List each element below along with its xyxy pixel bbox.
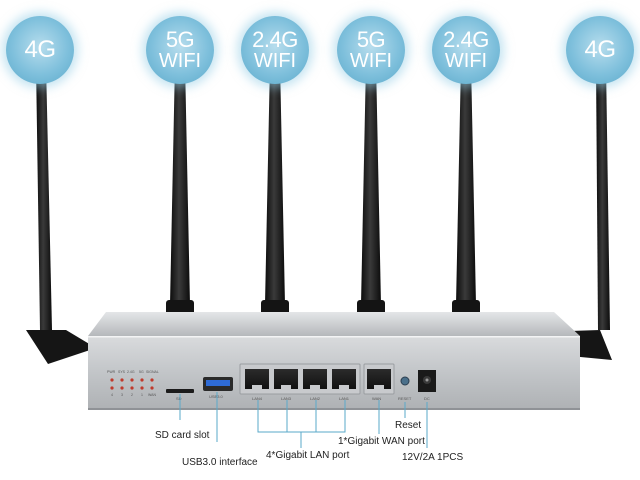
antenna-2: [166, 62, 194, 316]
antenna-badge-5g-wifi-2: 5G WIFI: [337, 16, 405, 84]
led-label-wan: WAN: [148, 393, 157, 397]
antenna-4: [357, 62, 385, 316]
led-label-pwr: PWR: [107, 370, 116, 374]
badge-label: 5G: [356, 27, 386, 52]
lan-port-1[interactable]: [332, 369, 356, 389]
antenna-badge-5g-wifi-1: 5G WIFI: [146, 16, 214, 84]
callout-sd-card-slot: SD card slot: [155, 430, 210, 441]
wan-port[interactable]: [367, 369, 391, 389]
callout-wan-port: 1*Gigabit WAN port: [338, 436, 425, 447]
led-label-3: 3: [121, 393, 123, 397]
led-indicators: [110, 378, 154, 390]
callout-lines: [179, 392, 428, 448]
chassis-top: [88, 312, 580, 336]
badge-label: 4G: [584, 36, 616, 63]
badge-label: 5G: [165, 27, 195, 52]
callout-reset: Reset: [395, 420, 422, 431]
callout-power: 12V/2A 1PCS: [402, 452, 464, 463]
antenna-badge-24g-wifi-1: 2.4G WIFI: [241, 16, 309, 84]
reset-button[interactable]: [400, 376, 410, 386]
badge-label: 2.4G: [252, 27, 298, 52]
lan-port-2[interactable]: [303, 369, 327, 389]
led-label-4: 4: [111, 393, 113, 397]
reset-panel-label: RESET: [398, 396, 412, 401]
sd-card-slot[interactable]: [166, 389, 194, 393]
led-label-2: 2: [131, 393, 133, 397]
antenna-3: [261, 62, 289, 316]
antenna-left: [26, 64, 96, 364]
callout-usb3-interface: USB3.0 interface: [182, 457, 258, 468]
lan2-label: LAN2: [310, 396, 321, 401]
lan-port-3[interactable]: [274, 369, 298, 389]
badge-label: 2.4G: [443, 27, 489, 52]
wan-label: WAN: [372, 396, 381, 401]
usb-port-label: USB3.0: [209, 394, 224, 399]
led-label-signal: SIGNAL: [146, 370, 159, 374]
lan4-label: LAN4: [252, 396, 263, 401]
badge-sublabel: WIFI: [349, 50, 393, 72]
antenna-badge-24g-wifi-2: 2.4G WIFI: [432, 16, 500, 84]
lan-port-4[interactable]: [245, 369, 269, 389]
dc-label: DC: [424, 396, 430, 401]
badge-sublabel: WIFI: [158, 50, 202, 72]
antenna-badge-4g-right: 4G: [566, 16, 634, 84]
led-label-5g: 5G: [139, 370, 144, 374]
callout-lan-ports: 4*Gigabit LAN port: [266, 450, 350, 461]
badge-sublabel: WIFI: [444, 50, 488, 72]
antenna-5: [452, 62, 480, 316]
sd-slot-label: SD: [176, 396, 182, 401]
led-label-1: 1: [141, 393, 143, 397]
lan-port-block: [239, 363, 361, 395]
led-label-sys: SYS: [118, 370, 126, 374]
badge-sublabel: WIFI: [253, 50, 297, 72]
lan3-label: LAN3: [281, 396, 292, 401]
badge-label: 4G: [24, 36, 56, 63]
led-label-24g: 2.4G: [127, 370, 135, 374]
antenna-badge-4g-left: 4G: [6, 16, 74, 84]
lan1-label: LAN1: [339, 396, 350, 401]
